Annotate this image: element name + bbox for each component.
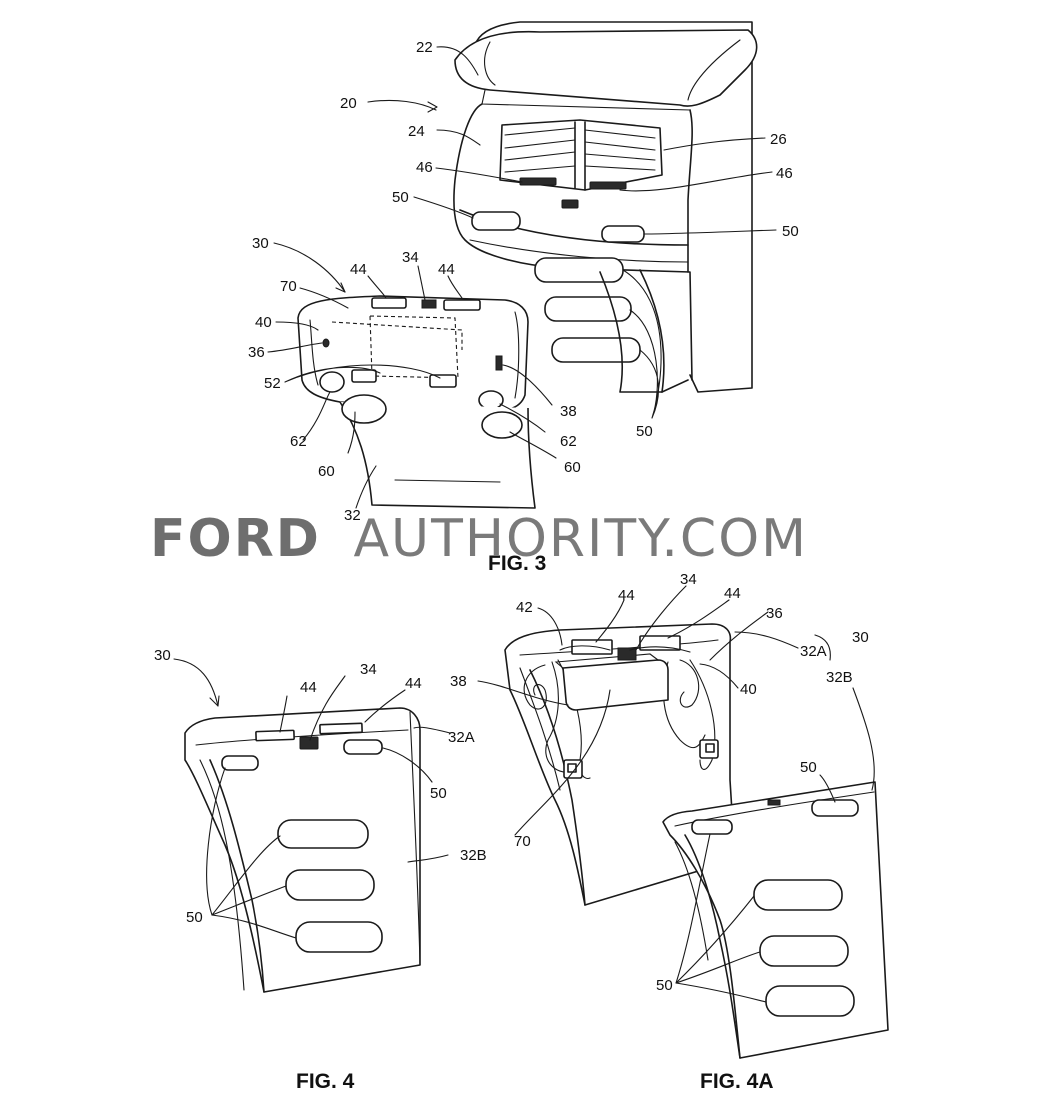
ref-60-right: 60 [564,459,581,476]
ref-46-right: 46 [776,165,793,182]
ref-42: 42 [516,599,533,616]
ref-34: 34 [402,249,419,266]
ref-26: 26 [770,131,787,148]
ref-44-right: 44 [724,585,741,602]
svg-text:FORD AUTHORITY.COM: FORD AUTHORITY.COM [150,509,808,569]
ref-38: 38 [560,403,577,420]
ref-44-left: 44 [350,261,367,278]
ref-24: 24 [408,123,425,140]
ref-22: 22 [416,39,433,56]
fig4-drawing [174,659,450,992]
ref-62-left: 62 [290,433,307,450]
ref-34: 34 [360,661,377,678]
ref-30: 30 [852,629,869,646]
ref-50-lower: 50 [656,977,673,994]
ref-46-left: 46 [416,159,433,176]
ref-50-left: 50 [392,189,409,206]
ref-52: 52 [264,375,281,392]
ref-32B: 32B [460,847,487,864]
ref-44-right: 44 [405,675,422,692]
ref-50-upper: 50 [430,785,447,802]
fig4-caption: FIG. 4 [296,1070,355,1093]
ref-44-left: 44 [618,587,635,604]
fig4A-caption: FIG. 4A [700,1070,774,1093]
ref-32A: 32A [448,729,475,746]
ref-32B: 32B [826,669,853,686]
ref-20: 20 [340,95,357,112]
ref-50-bottom: 50 [636,423,653,440]
ref-70: 70 [514,833,531,850]
ref-40: 40 [255,314,272,331]
ref-44-left: 44 [300,679,317,696]
ref-50-right: 50 [782,223,799,240]
ref-50-upper: 50 [800,759,817,776]
ref-44-right: 44 [438,261,455,278]
watermark-light-text: AUTHORITY.COM [353,509,808,569]
ref-70: 70 [280,278,297,295]
ref-50-lower: 50 [186,909,203,926]
fig3-leaders [268,47,776,508]
ref-40: 40 [740,681,757,698]
ref-36: 36 [766,605,783,622]
ref-30: 30 [252,235,269,252]
watermark: FORD AUTHORITY.COM [150,509,808,569]
ref-32A: 32A [800,643,827,660]
watermark-bold-text: FORD [150,509,321,569]
ref-62-right: 62 [560,433,577,450]
ref-36: 36 [248,344,265,361]
ref-34: 34 [680,571,697,588]
ref-60-left: 60 [318,463,335,480]
ref-30: 30 [154,647,171,664]
ref-38: 38 [450,673,467,690]
